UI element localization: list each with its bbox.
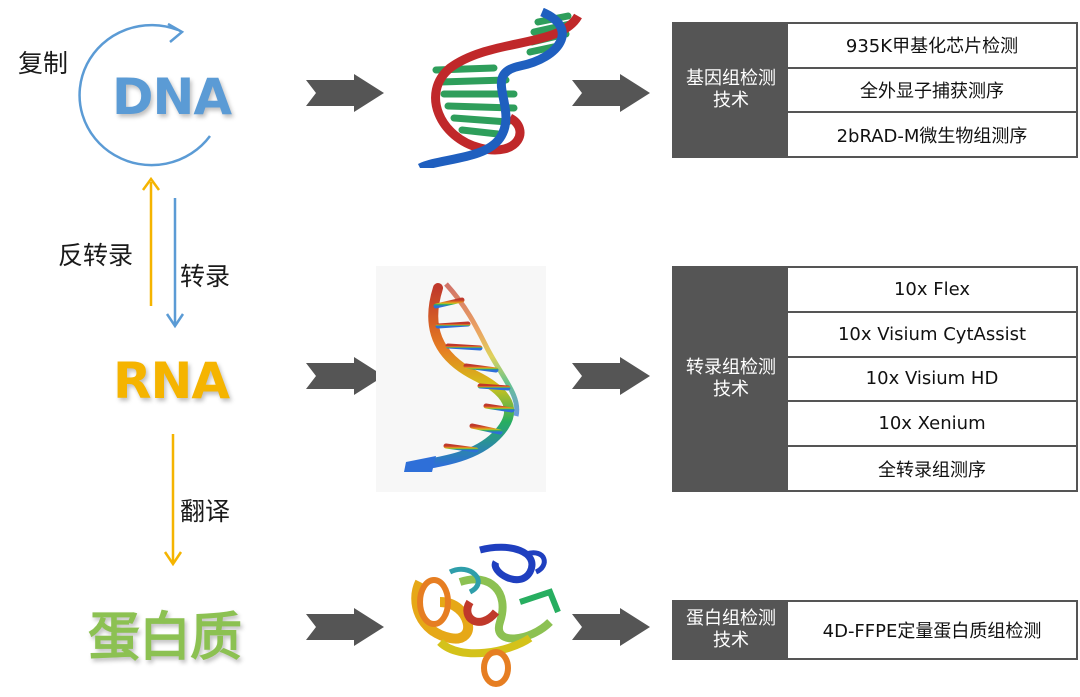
reverse-transcription-arrow: [141, 176, 161, 306]
transcription-arrow: [165, 198, 185, 329]
genome-table-row: 全外显子捕获测序: [788, 69, 1076, 114]
transcriptome-table-header-line1: 转录组检测: [686, 357, 776, 378]
flow-arrow-dna-to-image: [306, 74, 384, 112]
translation-arrow: [163, 434, 183, 567]
genome-technology-table: 基因组检测 技术 935K甲基化芯片检测 全外显子捕获测序 2bRAD-M微生物…: [672, 22, 1078, 158]
dna-helix-image: [417, 8, 582, 168]
proteome-table-header: 蛋白组检测 技术: [674, 602, 788, 658]
rna-ribbon-image: [376, 266, 546, 492]
flow-arrow-protein-image-to-table: [572, 608, 650, 646]
flow-arrow-protein-to-image: [306, 608, 384, 646]
protein-structure-image: [411, 543, 561, 687]
replication-cycle-arrow: [78, 22, 212, 167]
transcriptome-table-header-line2: 技术: [713, 379, 749, 400]
replication-label: 复制: [18, 49, 69, 78]
genome-table-header: 基因组检测 技术: [674, 24, 788, 156]
reverse-transcription-label: 反转录: [58, 241, 134, 270]
translation-label: 翻译: [180, 497, 231, 526]
transcriptome-table-row: 全转录组测序: [878, 459, 986, 481]
genome-table-header-line1: 基因组检测: [686, 68, 776, 89]
proteome-table-header-line1: 蛋白组检测: [686, 608, 776, 629]
proteome-table-row: 4D-FFPE定量蛋白质组检测: [822, 621, 1042, 642]
protein-label: 蛋白质: [88, 608, 242, 668]
flow-arrow-rna-image-to-table: [572, 357, 650, 395]
proteome-technology-table: 蛋白组检测 技术 4D-FFPE定量蛋白质组检测: [672, 600, 1078, 660]
transcriptome-table-header: 转录组检测 技术: [674, 268, 788, 490]
transcriptome-table-row: 10x Flex: [788, 268, 1076, 313]
transcriptome-table-row: 10x Xenium: [788, 402, 1076, 448]
dna-label: DNA: [112, 68, 232, 126]
transcriptome-table-row: 10x Visium CytAssist: [788, 313, 1076, 358]
proteome-table-header-line2: 技术: [713, 630, 749, 651]
rna-label: RNA: [113, 352, 230, 410]
genome-table-header-line2: 技术: [713, 90, 749, 111]
transcriptome-technology-table: 转录组检测 技术 10x Flex 10x Visium CytAssist 1…: [672, 266, 1078, 492]
transcription-label: 转录: [180, 262, 231, 291]
flow-arrow-rna-to-image: [306, 357, 384, 395]
genome-table-row: 935K甲基化芯片检测: [788, 24, 1076, 69]
flow-arrow-dna-image-to-table: [572, 74, 650, 112]
transcriptome-table-row: 10x Visium HD: [788, 358, 1076, 403]
genome-table-row: 2bRAD-M微生物组测序: [836, 125, 1028, 147]
